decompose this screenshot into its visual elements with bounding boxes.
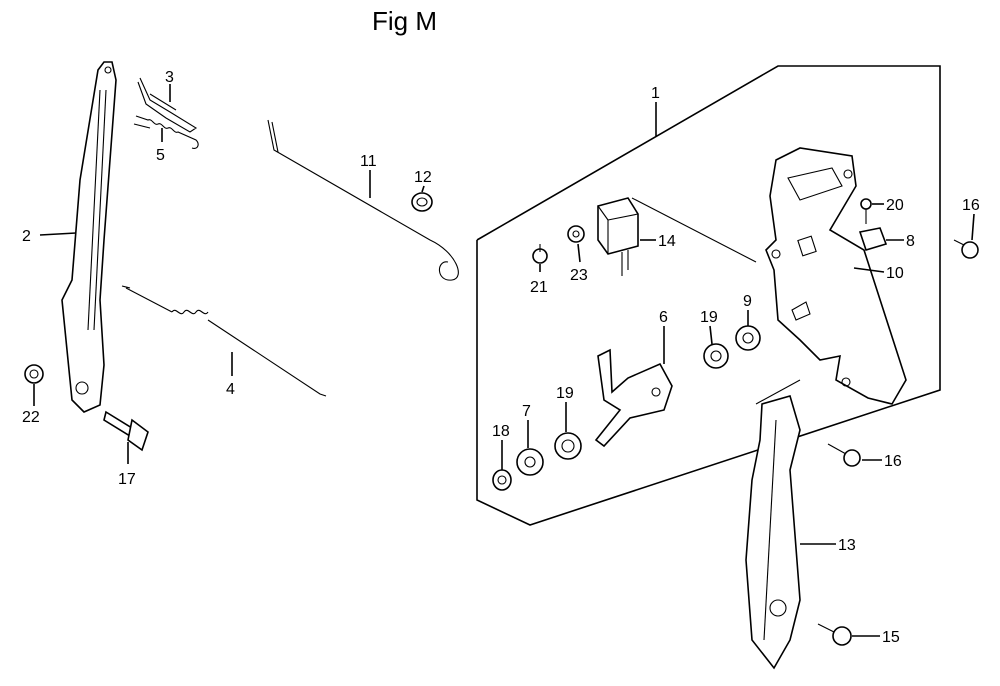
part-6-bracket — [594, 348, 673, 448]
part-9-washer — [735, 325, 761, 351]
callout-15: 15 — [882, 629, 900, 646]
callout-18: 18 — [492, 423, 510, 440]
part-12-nut — [411, 192, 433, 212]
part-7-washer — [516, 448, 544, 476]
part-20-bolt — [860, 198, 872, 224]
part-5-spring — [133, 115, 199, 149]
callout-5: 5 — [156, 147, 165, 164]
part-21-bolt — [532, 244, 548, 264]
part-4-spring-rod — [121, 285, 327, 397]
assembly-frame — [476, 65, 941, 526]
callout-19-lower: 19 — [556, 385, 574, 402]
callout-14: 14 — [658, 233, 676, 250]
callout-2: 2 — [22, 228, 31, 245]
callout-12: 12 — [414, 169, 432, 186]
guide-line-13 — [755, 379, 801, 405]
part-2-lever — [61, 61, 117, 413]
callout-10: 10 — [886, 265, 904, 282]
callout-19-upper: 19 — [700, 309, 718, 326]
part-14-switch — [597, 197, 639, 276]
part-8-clip — [858, 227, 888, 251]
part-16-bolt-lower — [827, 443, 861, 467]
callout-20: 20 — [886, 197, 904, 214]
callout-17: 17 — [118, 471, 136, 488]
part-19-washer-lower — [554, 432, 582, 460]
callout-23: 23 — [570, 267, 588, 284]
callout-3: 3 — [165, 69, 174, 86]
callout-9: 9 — [743, 293, 752, 310]
callout-11: 11 — [360, 153, 377, 170]
leader-2 — [39, 232, 77, 236]
leader-19-upper — [709, 325, 713, 345]
part-19-washer-upper — [703, 343, 729, 369]
callout-16-lower: 16 — [884, 453, 902, 470]
callout-7: 7 — [522, 403, 531, 420]
part-23-washer — [567, 225, 585, 243]
part-15-bolt — [817, 623, 852, 646]
leader-10 — [853, 267, 885, 273]
callout-4: 4 — [226, 381, 235, 398]
callout-6: 6 — [659, 309, 668, 326]
leader-16-upper — [971, 213, 975, 241]
part-22-nut — [24, 364, 44, 384]
leader-12 — [421, 185, 425, 193]
part-10-bracket-plate — [765, 147, 907, 405]
guide-line-14 — [631, 197, 757, 263]
figure-title: Fig M — [372, 6, 437, 36]
callout-1: 1 — [651, 85, 660, 102]
part-11-rod — [267, 119, 459, 281]
callout-21: 21 — [530, 279, 548, 296]
leader-23 — [577, 243, 581, 263]
callout-8: 8 — [906, 233, 915, 250]
part-13-lower-lever — [745, 395, 801, 670]
part-18-nut — [492, 469, 512, 491]
part-3-spring-clip — [137, 77, 198, 133]
part-17-screw — [103, 410, 149, 452]
callout-13: 13 — [838, 537, 856, 554]
callout-16-upper: 16 — [962, 197, 980, 214]
part-16-bolt-upper — [953, 239, 979, 259]
callout-22: 22 — [22, 409, 40, 426]
